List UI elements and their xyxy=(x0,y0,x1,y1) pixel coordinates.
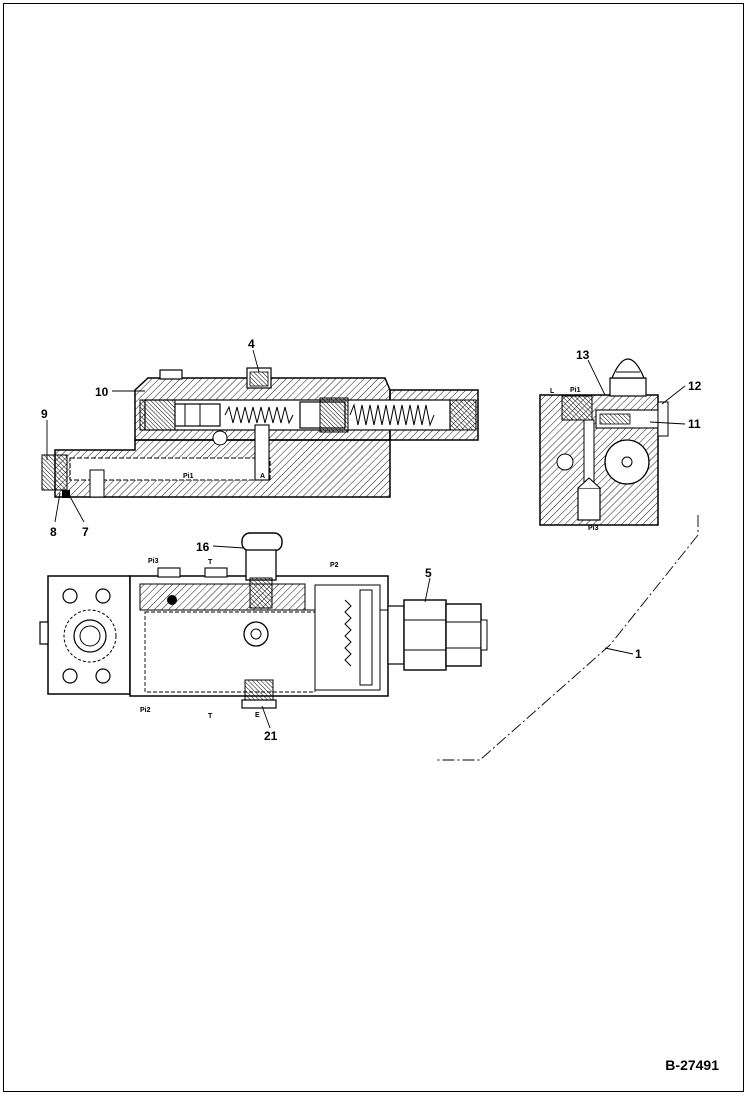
callout-9: 9 xyxy=(41,407,48,421)
side-label-pi3: Pi3 xyxy=(588,525,599,532)
callout-10: 10 xyxy=(95,385,109,399)
callout-16: 16 xyxy=(196,540,210,554)
callout-4: 4 xyxy=(248,337,255,351)
bottom-label-e: E xyxy=(255,712,260,719)
bottom-label-t-bottom: T xyxy=(208,713,213,720)
callout-13: 13 xyxy=(576,348,590,362)
callout-12: 12 xyxy=(688,379,702,393)
side-label-l: L xyxy=(550,388,555,395)
callout-numbers: 4 10 9 8 7 13 12 11 16 5 1 21 xyxy=(41,337,702,743)
callout-1: 1 xyxy=(635,647,642,661)
callout-21: 21 xyxy=(264,729,278,743)
drawing-frame xyxy=(3,3,744,1092)
side-section-view: L Pi1 Pi3 xyxy=(539,358,669,532)
port-label-pi1: Pi1 xyxy=(183,473,194,480)
bottom-exterior-view: Pi3 T P2 Pi2 T E xyxy=(39,532,488,720)
callout-8: 8 xyxy=(50,525,57,539)
leader-lines xyxy=(46,349,699,761)
top-section-view: Pi1 A xyxy=(41,367,479,498)
bottom-label-t-top: T xyxy=(208,559,213,566)
bottom-label-p2: P2 xyxy=(330,562,339,569)
callout-5: 5 xyxy=(425,566,432,580)
callout-11: 11 xyxy=(688,417,701,431)
side-label-pi1: Pi1 xyxy=(570,387,581,394)
bottom-label-pi3: Pi3 xyxy=(148,558,159,565)
document-id: B-27491 xyxy=(665,1057,719,1073)
port-label-a: A xyxy=(260,473,265,480)
callout-7: 7 xyxy=(82,525,89,539)
bottom-label-pi2: Pi2 xyxy=(140,707,151,714)
